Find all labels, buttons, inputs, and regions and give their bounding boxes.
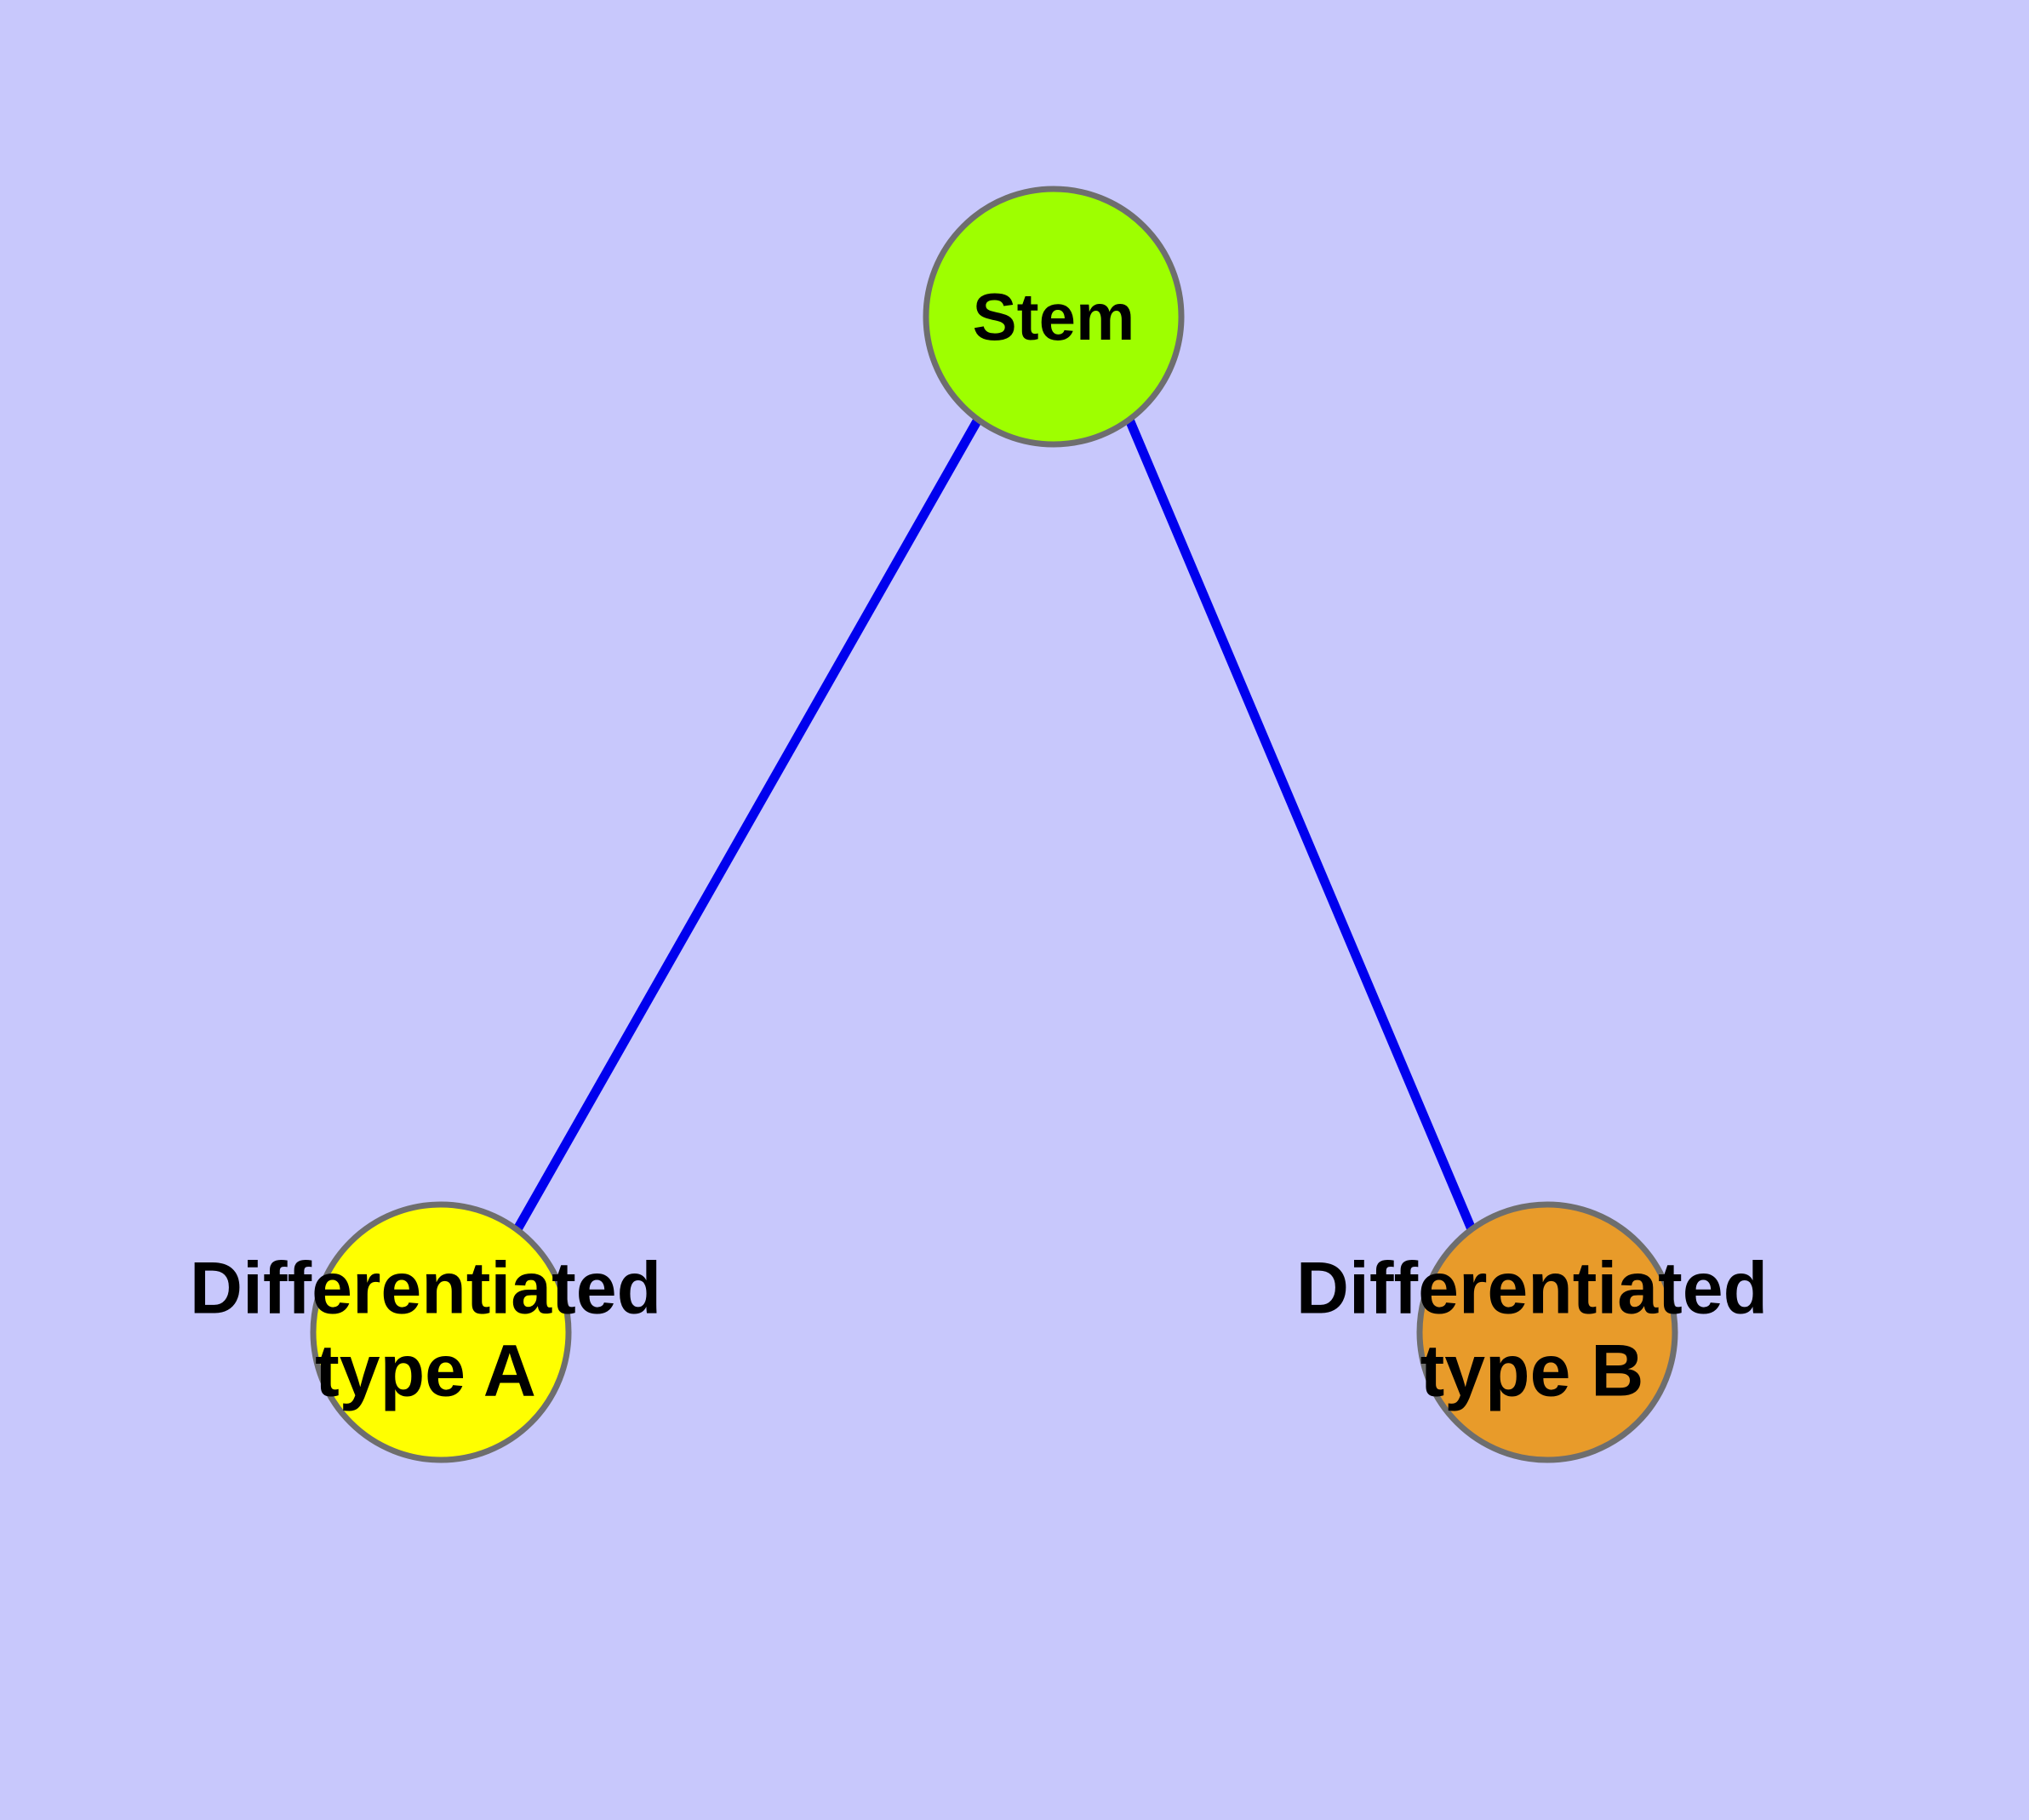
edge-layer (513, 417, 1477, 1232)
node-label-line: type B (1420, 1330, 1644, 1411)
node-label-line: Stem (973, 279, 1135, 354)
node-circle-diff-type-a[interactable] (310, 1201, 572, 1463)
node-label-line: Differentiated (190, 1247, 661, 1329)
node-circle-stem[interactable] (923, 186, 1185, 448)
graph-edge-stem-to-type-b[interactable] (1124, 417, 1477, 1232)
node-circle-diff-type-b[interactable] (1416, 1201, 1678, 1463)
node-label-stem: Stem (973, 279, 1135, 354)
node-label-line: type A (315, 1330, 536, 1411)
graph-edge-stem-to-type-a[interactable] (513, 417, 982, 1232)
node-label-line: Differentiated (1296, 1247, 1768, 1329)
graph-node-stem[interactable]: Stem (923, 186, 1185, 448)
